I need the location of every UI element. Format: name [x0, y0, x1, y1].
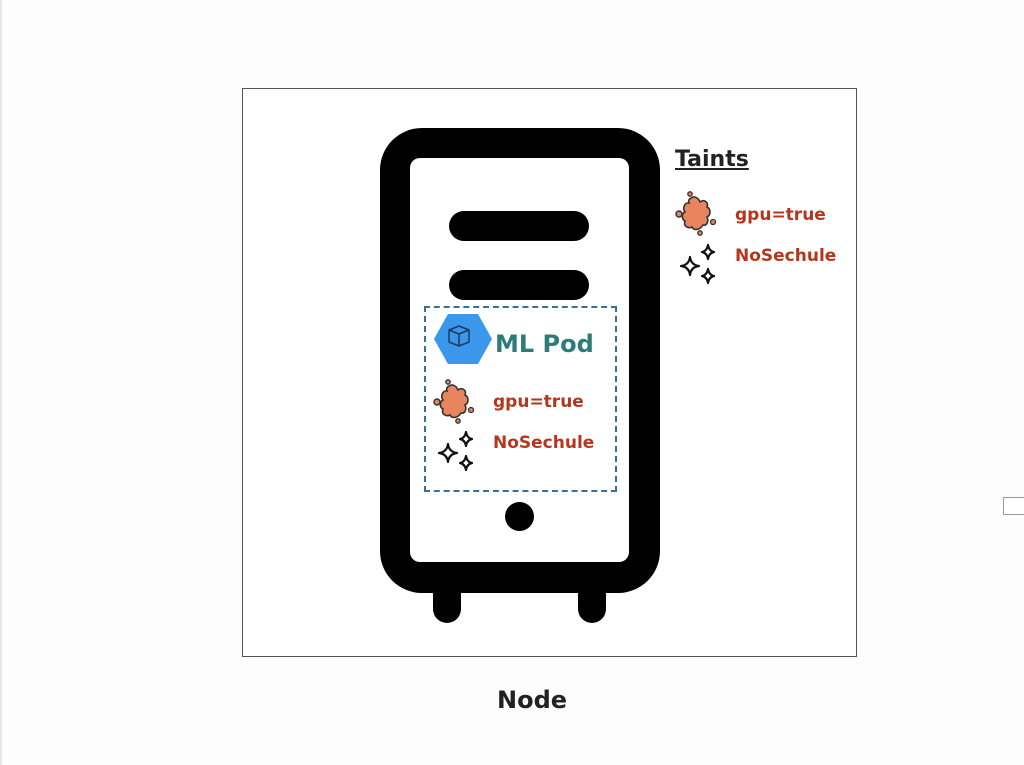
node-caption: Node [497, 686, 568, 714]
cube-hexagon-icon [434, 314, 492, 364]
server-foot [433, 585, 461, 623]
server-drive-slot [449, 270, 589, 300]
toleration-label: NoSechule [493, 433, 595, 453]
taint-label: NoSechule [735, 246, 837, 266]
sparkles-icon [437, 430, 474, 472]
taints-title: Taints [675, 147, 749, 172]
taint-label: gpu=true [735, 205, 826, 225]
page-edge [0, 0, 2, 765]
sparkles-icon [679, 243, 716, 285]
server-drive-slot [449, 211, 589, 241]
server-power-button [505, 502, 534, 531]
checkbox[interactable] [1003, 497, 1024, 515]
stain-icon [433, 379, 475, 424]
pod-container [424, 306, 617, 492]
toleration-label: gpu=true [493, 392, 584, 412]
server-foot [578, 585, 606, 623]
pod-title: ML Pod [495, 330, 594, 358]
stain-icon [675, 191, 717, 236]
